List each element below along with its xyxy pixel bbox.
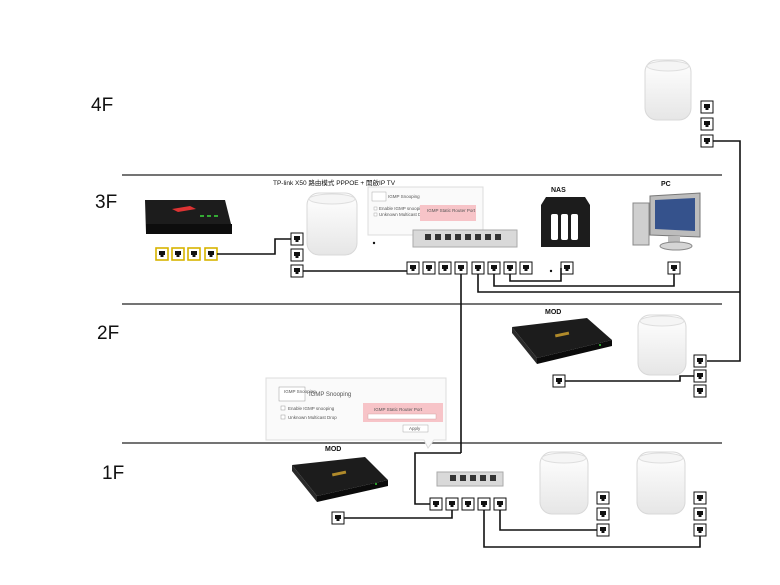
port-1f-a-1 (596, 491, 610, 505)
router-port-2 (171, 247, 185, 261)
port-4f-3 (700, 134, 714, 148)
floor-label-4f: 4F (91, 95, 113, 116)
mod-label-1f: MOD (325, 446, 341, 453)
mesh-node-4f (644, 59, 692, 121)
switch-3f (412, 229, 518, 248)
pc-label: PC (661, 181, 671, 188)
port-1f-a-3 (596, 523, 610, 537)
port-3f-mesh-3 (290, 264, 304, 278)
mesh-node-1f-b (636, 451, 686, 515)
router-port-4 (204, 247, 218, 261)
switch3f-port-2 (422, 261, 436, 275)
port-1f-b-1 (693, 491, 707, 505)
port-2f-1 (693, 354, 707, 368)
igmp-panel-1f: IGMP Snooping IGMP Snooping Enable IGMP … (265, 377, 447, 449)
switch3f-port-4 (454, 261, 468, 275)
switch1f-port-2 (445, 497, 459, 511)
mod-box-1f (292, 457, 388, 502)
floor-label-2f: 2F (97, 323, 119, 344)
cable-switch-to-nas (509, 268, 562, 282)
cable-switch-to-trunk (477, 274, 740, 293)
mesh-node-2f (637, 314, 687, 376)
pc-port (667, 261, 681, 275)
cable-4f-to-2f (707, 140, 741, 362)
switch1f-port-5 (493, 497, 507, 511)
igmp-heading-3f: IGMP Snooping (388, 194, 420, 199)
floor3-title: TP-link X50 路由模式 PPPOE + 開啟IP TV (273, 178, 396, 187)
switch3f-port-3 (438, 261, 452, 275)
cable-trunk-to-switch1f (414, 452, 461, 505)
switch-1f (436, 471, 504, 487)
switch1f-port-3 (461, 497, 475, 511)
port-2f-2 (693, 369, 707, 383)
isp-router (145, 200, 232, 234)
mod-box-2f (512, 318, 612, 364)
cable-switch-to-mesh1f-a (499, 510, 597, 531)
igmp-heading-1f: IGMP Snooping (309, 392, 351, 398)
cable-switch-to-pc (493, 274, 675, 287)
pc-device (632, 192, 701, 251)
nas-port (560, 261, 574, 275)
igmp-router-port-1f: IGMP Static Router Port (374, 407, 423, 412)
igmp-option2-3f: Unknown Multicast Drop (379, 212, 428, 217)
igmp-option2-1f: Unknown Multicast Drop (288, 415, 337, 420)
switch3f-port-7 (503, 261, 517, 275)
router-port-3 (187, 247, 201, 261)
nas-label: NAS (551, 187, 566, 194)
mesh-node-3f (306, 192, 358, 256)
cable-router-to-mesh3f (217, 238, 291, 255)
mod-label-2f: MOD (545, 309, 561, 316)
igmp-option1-1f: Enable IGMP snooping (288, 406, 335, 411)
port-1f-b-2 (693, 507, 707, 521)
port-4f-1 (700, 100, 714, 114)
mod-port-1f (331, 511, 345, 525)
floor-label-3f: 3F (95, 192, 117, 213)
switch1f-port-1 (429, 497, 443, 511)
port-1f-a-2 (596, 507, 610, 521)
mesh-node-1f-a (539, 451, 589, 515)
switch3f-port-5 (471, 261, 485, 275)
dot-marker (372, 241, 376, 245)
igmp-option1-3f: Enable IGMP snooping (379, 206, 426, 211)
port-1f-b-3 (693, 523, 707, 537)
switch3f-port-8 (519, 261, 533, 275)
switch1f-port-4 (477, 497, 491, 511)
igmp-apply-1f: Apply (409, 426, 421, 431)
igmp-panel-3f: IGMP Snooping Enable IGMP snooping Unkno… (367, 186, 484, 236)
port-4f-2 (700, 117, 714, 131)
mod-port-2f (552, 374, 566, 388)
floor-label-1f: 1F (102, 463, 124, 484)
cable-switch-to-mesh1f-b (483, 510, 701, 548)
cable-mod2f-to-mesh (565, 375, 694, 382)
port-3f-mesh-2 (290, 248, 304, 262)
cable-mod1f-to-switch (344, 510, 453, 519)
port-2f-3 (693, 384, 707, 398)
igmp-router-port-3f: IGMP Static Router Port (427, 208, 476, 213)
igmp-badge-1f: IGMP Snooping (284, 389, 316, 394)
nas-device (541, 197, 590, 247)
switch3f-port-6 (487, 261, 501, 275)
switch3f-port-1 (406, 261, 420, 275)
port-3f-mesh-1 (290, 232, 304, 246)
dot-marker-2 (549, 269, 553, 273)
router-port-1 (155, 247, 169, 261)
